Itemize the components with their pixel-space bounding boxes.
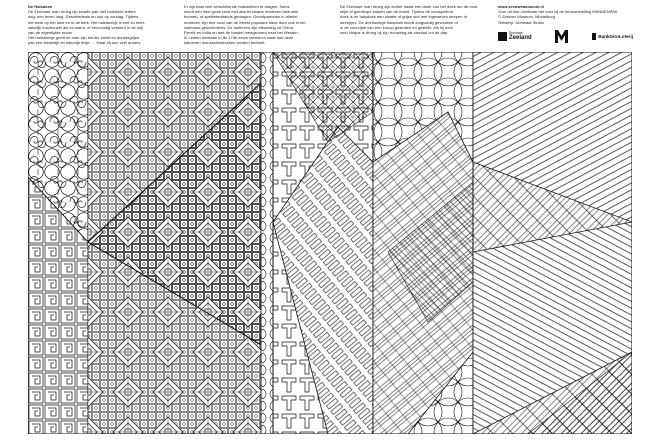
- panel-border-strip: [260, 52, 274, 434]
- panel-stripes-triangles: [472, 52, 632, 434]
- section-heading: De Halsdoek: [28, 4, 53, 9]
- museum-m-logo-icon: [555, 29, 569, 43]
- sponsor-logos: Provincie Zeeland BankGiroLoterij: [498, 29, 633, 43]
- history-text: Er zijn kaal veel verschillende halsdoek…: [184, 4, 306, 46]
- panel-circles-scrolls: [28, 52, 89, 434]
- wearing-column: De Zeeuwse man droeg zijn achter naast e…: [340, 4, 492, 35]
- wearing-text: De Zeeuwse man droeg zijn achter naast e…: [340, 4, 478, 36]
- bankgiroloterij-logo: BankGiroLoterij: [592, 32, 633, 40]
- panel-herringbone-arcs: [372, 52, 474, 434]
- history-column: Er zijn kaal veel verschillende halsdoek…: [184, 4, 340, 46]
- intro-text: De Zeeuwse man droeg rijn zwarte pak met…: [28, 9, 145, 46]
- website-link[interactable]: www.zeeuwsmuseum.nl: [498, 4, 545, 9]
- panel-flowers-grid: [87, 52, 274, 434]
- halsdoek-pattern-artwork: [28, 52, 632, 434]
- panel-tblocks: [272, 52, 374, 434]
- intro-column: De Halsdoek De Zeeuwse man droeg rijn zw…: [28, 4, 180, 46]
- provincie-zeeland-logo: Provincie Zeeland: [498, 31, 532, 41]
- credits-column: www.zeeuwsmuseum.nl Voor uit hier-zichtb…: [498, 4, 633, 25]
- credits-text: Voor uit hier-zichtbaar het voor bij de …: [498, 9, 618, 25]
- zeeland-mark-icon: [498, 31, 507, 41]
- bankgiro-mark-icon: [592, 32, 597, 40]
